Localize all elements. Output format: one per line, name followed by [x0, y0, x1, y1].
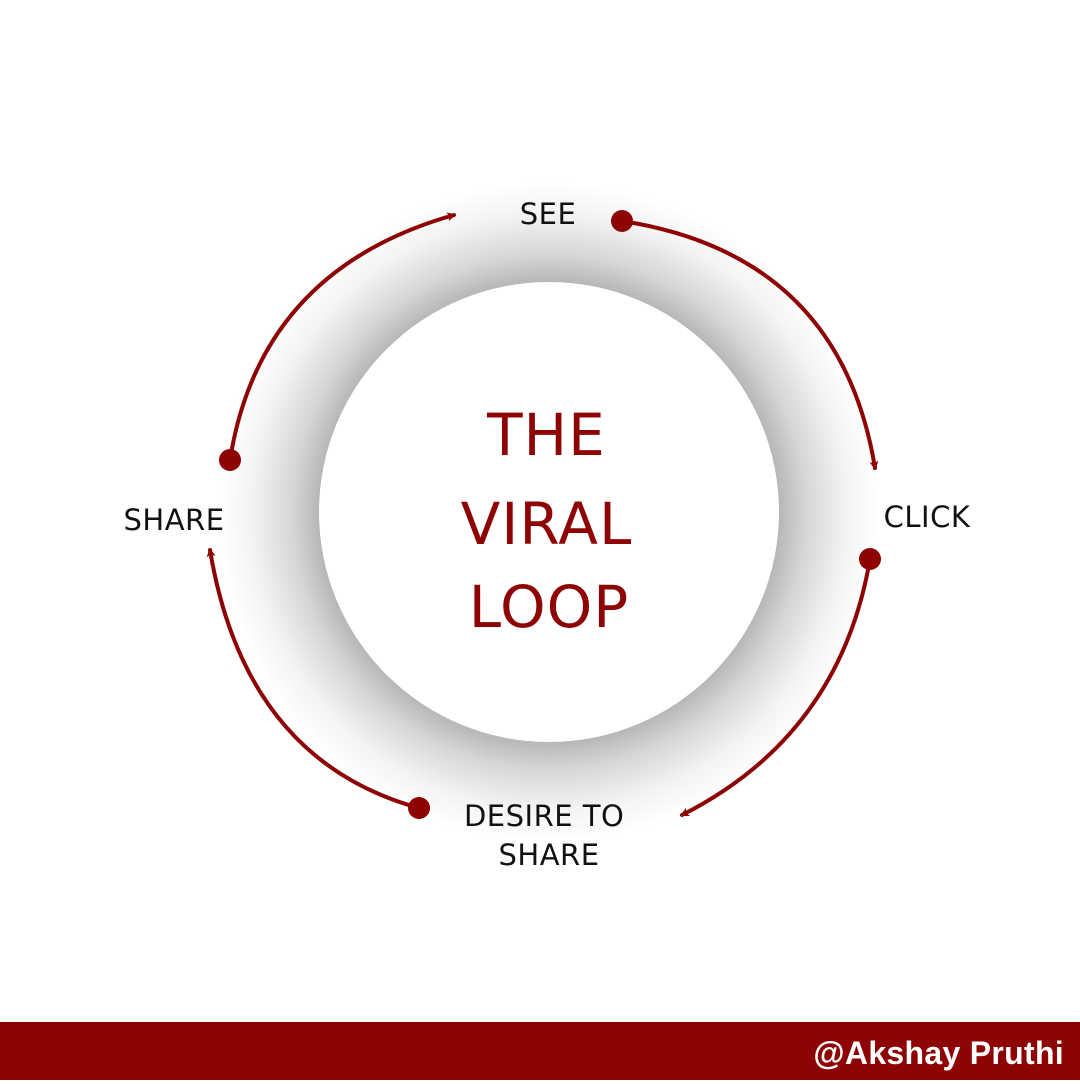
desire-line-2: SHARE — [498, 838, 599, 872]
arrow-see-to-click — [620, 219, 879, 471]
arrow-desire-to-share — [206, 547, 421, 810]
arrow-start-dots — [219, 210, 881, 819]
viral-loop-diagram: THE VIRAL LOOP SEE CLICK — [123, 182, 970, 872]
step-labels: SEE CLICK DESIRE TO SHARE SHARE — [123, 197, 970, 872]
step-label-see: SEE — [520, 197, 577, 231]
arrow-click-to-desire — [679, 557, 872, 817]
dot-share — [219, 449, 241, 471]
center-disc — [319, 282, 779, 742]
footer-bar: @Akshay Pruthi — [0, 1022, 1080, 1080]
dot-desire-to-share — [408, 797, 430, 819]
diagram-area: THE VIRAL LOOP SEE CLICK — [123, 182, 970, 872]
title-line-1: THE — [486, 401, 606, 469]
dot-see — [611, 210, 633, 232]
author-handle: @Akshay Pruthi — [813, 1035, 1064, 1071]
arrow-share-to-see — [228, 212, 457, 462]
desire-line-1: DESIRE TO — [464, 799, 624, 833]
step-label-desire-to-share: DESIRE TO SHARE — [464, 799, 634, 872]
step-label-share: SHARE — [123, 503, 224, 537]
step-label-click: CLICK — [884, 500, 971, 534]
title-line-2: VIRAL — [461, 490, 633, 558]
title-line-3: LOOP — [469, 573, 630, 641]
dot-click — [859, 548, 881, 570]
loop-arrows — [206, 212, 879, 817]
center-title: THE VIRAL LOOP — [461, 401, 638, 641]
